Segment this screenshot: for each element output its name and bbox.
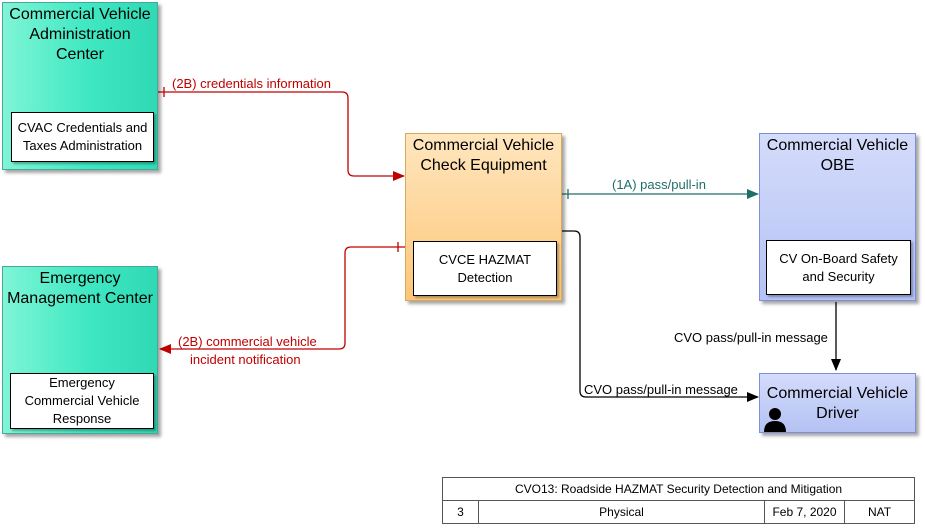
incident-flow-label-line2: incident notification <box>190 352 301 367</box>
pass-pullin-flow-label: (1A) pass/pull-in <box>612 177 706 192</box>
node-cvce-title: Commercial Vehicle Check Equipment <box>412 137 555 174</box>
footer-view: Physical <box>478 500 765 524</box>
node-cvce[interactable]: Commercial Vehicle Check Equipment CVCE … <box>405 133 562 301</box>
node-driver[interactable]: Commercial Vehicle Driver <box>759 373 916 433</box>
incident-flow-label-line1: (2B) commercial vehicle <box>178 334 317 349</box>
node-obe-inner: CV On-Board Safety and Security <box>766 240 911 295</box>
node-obe-title: Commercial Vehicle OBE <box>766 137 909 174</box>
cvce-to-driver-flow-label: CVO pass/pull-in message <box>584 382 738 397</box>
node-cvac[interactable]: Commercial Vehicle Administration Center… <box>2 2 158 170</box>
footer-date: Feb 7, 2020 <box>764 500 845 524</box>
cvce-to-driver-flow <box>561 230 759 402</box>
node-cvac-title: Commercial Vehicle Administration Center <box>9 6 151 63</box>
credentials-flow <box>158 87 414 181</box>
footer-scope: NAT <box>843 500 916 524</box>
node-cvce-inner: CVCE HAZMAT Detection <box>413 241 557 296</box>
node-emc-title: Emergency Management Center <box>7 270 153 307</box>
diagram-footer: CVO13: Roadside HAZMAT Security Detectio… <box>441 477 916 524</box>
node-driver-title: Commercial Vehicle Driver <box>766 385 909 422</box>
footer-number: 3 <box>442 500 479 524</box>
person-icon <box>764 408 786 432</box>
node-emc-inner: Emergency Commercial Vehicle Response <box>10 373 154 429</box>
node-cvac-inner: CVAC Credentials and Taxes Administratio… <box>11 112 154 162</box>
node-obe[interactable]: Commercial Vehicle OBE CV On-Board Safet… <box>759 133 916 301</box>
footer-title: CVO13: Roadside HAZMAT Security Detectio… <box>441 477 916 501</box>
credentials-flow-label: (2B) credentials information <box>172 76 331 91</box>
node-emc[interactable]: Emergency Management Center Emergency Co… <box>2 266 158 434</box>
obe-to-driver-flow-label: CVO pass/pull-in message <box>674 330 828 345</box>
